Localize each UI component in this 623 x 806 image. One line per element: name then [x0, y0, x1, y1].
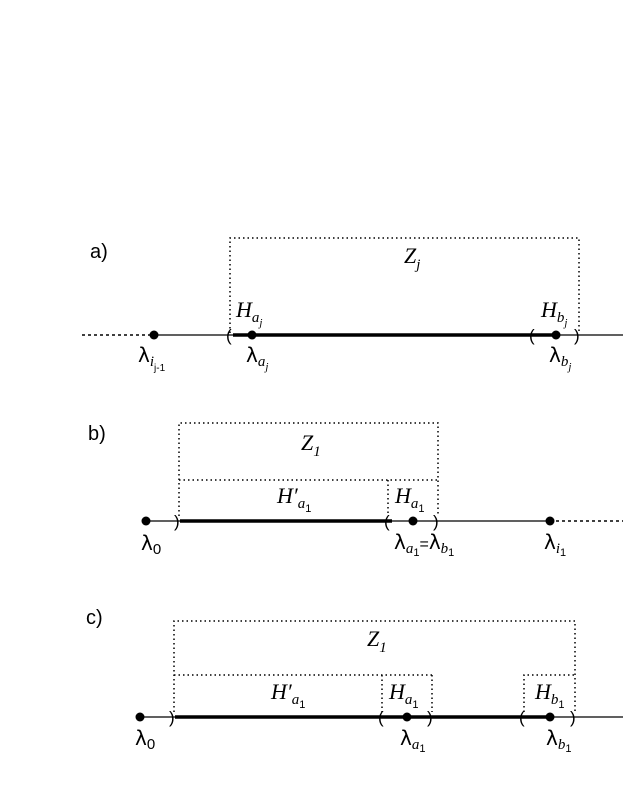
zone-label-z1-c: Z1: [367, 626, 387, 656]
point-lambda-a1-c: [402, 712, 412, 722]
panel-c: c) Z1 ) ( ) ( ) H′a1 Ha1 Hb1 λ0 λa1 λb1: [86, 607, 623, 755]
point-lambda-i-j-1: [149, 330, 159, 340]
point-lambda-i1-b: [545, 516, 555, 526]
paren-open-a1: (: [226, 326, 232, 345]
zone-box-zj: [229, 237, 580, 333]
label-h-a1-b: Ha1: [394, 483, 425, 515]
paren-close-b1: ): [174, 512, 180, 531]
zone-label-zj: Zj: [404, 243, 420, 273]
panel-b: b) Z1 ) ( ) H′a1 Ha1 λ0 λa1=λb1 λi1: [88, 422, 623, 559]
paren-close-c3: ): [570, 708, 576, 727]
point-lambda-bj: [551, 330, 561, 340]
panel-label-b: b): [88, 423, 106, 445]
zone-box-z1-b: [178, 422, 439, 516]
label-h-bj: Hbj: [540, 297, 567, 329]
paren-open-b2: (: [384, 512, 390, 531]
point-lambda-a1-b: [408, 516, 418, 526]
panel-a: a) Zj ( ( ) Haj Hbj λij-1 λaj λbj: [82, 237, 623, 374]
label-lambda-aj: λaj: [246, 343, 268, 373]
point-lambda-aj: [247, 330, 257, 340]
label-h-a1-c: Ha1: [388, 679, 419, 711]
point-lambda-0-c: [135, 712, 145, 722]
point-lambda-b1-c: [545, 712, 555, 722]
paren-close-c2: ): [427, 708, 433, 727]
label-lambda-0-b: λ0: [141, 531, 161, 558]
label-lambda-bj: λbj: [549, 343, 571, 373]
label-lambda-b1-c: λb1: [546, 726, 571, 755]
panel-label-a: a): [90, 241, 108, 263]
label-h-prime-a1-b: H′a1: [276, 483, 311, 515]
panel-label-c: c): [86, 607, 103, 629]
paren-open-a2: (: [529, 326, 535, 345]
label-lambda-0-c: λ0: [135, 726, 155, 753]
zone-label-z1-b: Z1: [301, 430, 321, 460]
paren-close-a2: ): [574, 326, 580, 345]
h-b1-box-c: [523, 674, 575, 712]
label-lambda-i1-b: λi1: [544, 530, 566, 559]
label-h-aj: Haj: [235, 297, 262, 329]
point-lambda-0-b: [141, 516, 151, 526]
label-lambda-a1-eq-b1: λa1=λb1: [394, 530, 454, 559]
label-lambda-a1-c: λa1: [400, 726, 425, 755]
paren-close-c1: ): [169, 708, 175, 727]
label-h-prime-a1-c: H′a1: [270, 679, 305, 711]
label-h-b1-c: Hb1: [534, 679, 565, 711]
label-lambda-i-j-1: λij-1: [138, 343, 166, 374]
paren-close-b2: ): [433, 512, 439, 531]
paren-open-c2: (: [378, 708, 384, 727]
paren-open-c3: (: [519, 708, 525, 727]
zone-box-z1-c: [173, 620, 576, 712]
